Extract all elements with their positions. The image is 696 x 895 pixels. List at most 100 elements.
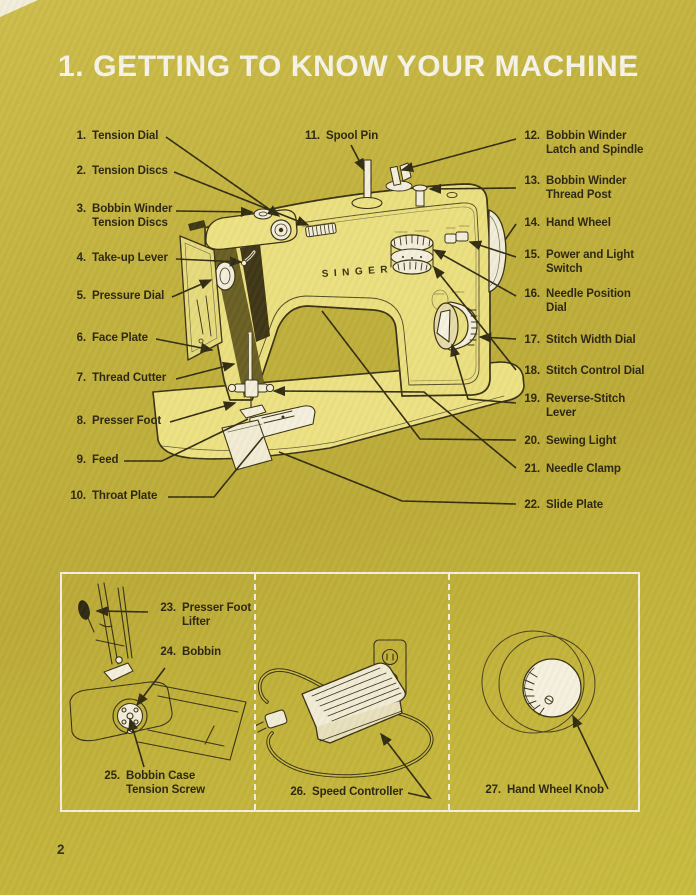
label-number: 17.	[524, 334, 540, 346]
label-number: 2.	[76, 165, 87, 177]
label-text: Stitch Control Dial	[546, 365, 645, 377]
label-number: 8.	[76, 415, 87, 427]
label-text: Bobbin Winder	[92, 203, 173, 215]
leader-line-9	[124, 418, 249, 462]
label-text: Needle Position	[546, 288, 631, 300]
label-text: Power and Light	[546, 249, 634, 261]
leader-line-20	[321, 310, 517, 441]
label-text: Tension Discs	[92, 165, 168, 177]
label-text: Bobbin	[182, 646, 221, 658]
hand-wheel-knob-illustration	[481, 630, 596, 734]
label-text: Stitch Width Dial	[546, 334, 636, 346]
label-text: Switch	[546, 262, 583, 275]
bobbin-winder-thread-post	[412, 184, 428, 207]
label-text: Latch and Spindle	[546, 143, 644, 156]
label-number: 14.	[524, 217, 540, 229]
inset-panel-box	[60, 572, 640, 812]
label-number: 22.	[524, 499, 540, 511]
leader-line-23	[95, 606, 149, 617]
tension-discs	[305, 222, 337, 238]
label-text: Throat Plate	[92, 490, 158, 502]
leader-line-16	[432, 249, 517, 297]
inset-presser-foot	[103, 662, 134, 682]
diagram-label-10: 10. Throat Plate	[62, 490, 157, 504]
power-and-light-switch	[444, 225, 470, 244]
brand-logo-text: SINGER	[321, 264, 393, 280]
label-text: Sewing Light	[546, 435, 617, 447]
leader-line-18	[433, 265, 517, 371]
take-up-lever	[240, 250, 256, 267]
label-number: 13.	[524, 175, 540, 187]
scan-edge-artifact	[0, 0, 38, 17]
diagram-label-6: 6. Face Plate	[62, 332, 148, 346]
diagram-label-17: 17. Stitch Width Dial	[516, 334, 636, 348]
label-text: Dial	[546, 301, 567, 314]
label-number: 25.	[104, 770, 120, 782]
leader-line-19	[450, 343, 517, 404]
diagram-label-21: 21. Needle Clamp	[516, 463, 621, 477]
diagram-label-1: 1. Tension Dial	[62, 130, 159, 144]
leader-line-7	[175, 361, 236, 380]
label-text: Spool Pin	[326, 130, 379, 142]
leader-line-5	[171, 279, 213, 298]
label-text: Needle Clamp	[546, 463, 621, 475]
label-number: 15.	[524, 249, 540, 261]
inset-slide-plate	[137, 683, 247, 761]
label-text: Lifter	[182, 615, 211, 628]
leader-line-10	[168, 436, 264, 498]
label-number: 24.	[160, 646, 176, 658]
needle-bar-recess	[240, 244, 270, 342]
thread-guide	[188, 220, 206, 231]
diagram-label-8: 8. Presser Foot	[62, 415, 162, 429]
diagram-label-20: 20. Sewing Light	[516, 435, 616, 449]
foot-pedal	[301, 662, 406, 744]
label-number: 3.	[76, 203, 87, 215]
label-text: Tension Discs	[92, 216, 168, 229]
label-number: 7.	[76, 372, 87, 384]
slide-plate	[221, 419, 273, 471]
label-number: 27.	[485, 784, 501, 796]
leader-line-22	[278, 451, 517, 505]
leader-line-12	[400, 138, 517, 173]
spool-pin	[351, 159, 383, 210]
leader-line-6	[155, 338, 214, 353]
leader-line-17	[478, 332, 517, 343]
presser-foot	[239, 404, 267, 419]
label-text: Tension Screw	[126, 783, 206, 796]
label-text: Presser Foot	[182, 602, 252, 614]
label-number: 21.	[524, 463, 540, 475]
inset-label-27: 27. Hand Wheel Knob	[477, 784, 604, 798]
label-text: Take-up Lever	[92, 252, 168, 264]
label-number: 4.	[76, 252, 87, 264]
page-number: 2	[57, 842, 65, 857]
hand-wheel-knob	[522, 658, 582, 718]
power-plug	[254, 709, 288, 733]
label-number: 18.	[524, 365, 540, 377]
presser-foot-lifter	[78, 600, 90, 620]
speed-controller-illustration	[254, 639, 434, 778]
reverse-stitch-lever	[436, 309, 451, 343]
needle-position-dial	[390, 230, 434, 275]
diagram-label-22: 22. Slide Plate	[516, 499, 603, 513]
needle-area-inset-illustration	[69, 582, 247, 761]
label-number: 5.	[76, 290, 87, 302]
diagram-label-18: 18. Stitch Control Dial	[516, 365, 644, 379]
leader-line-14	[504, 223, 517, 241]
inset-divider-2	[448, 574, 450, 810]
label-text: Speed Controller	[312, 786, 404, 798]
label-number: 26.	[290, 786, 306, 798]
diagram-label-5: 5. Pressure Dial	[62, 290, 165, 304]
bobbin-winder-latch-and-spindle	[385, 162, 413, 192]
label-text: Thread Cutter	[92, 372, 167, 384]
label-text: Lever	[546, 406, 577, 419]
label-number: 16.	[524, 288, 540, 300]
leader-line-8	[169, 401, 237, 423]
